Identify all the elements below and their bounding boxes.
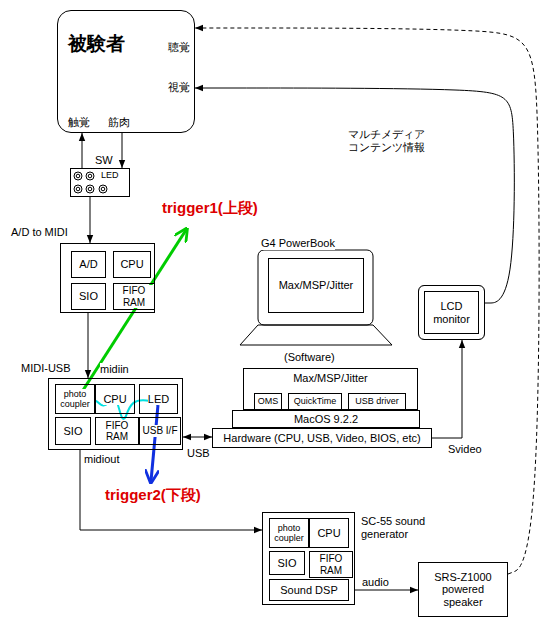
speaker-box: SRS-Z1000 powered speaker	[418, 562, 508, 617]
node-text: QuickTime	[294, 396, 337, 406]
node-text: USB driver	[355, 396, 399, 406]
node-text: 視覚	[168, 81, 190, 94]
node-text: Hardware (CPU, USB, Video, BIOS, etc)	[223, 432, 420, 445]
annotation-text: マルチメディア コンテンツ情報	[348, 128, 430, 153]
software-box: Max/MSP/JitterOMS QuickTime USB driver	[243, 368, 418, 410]
node-text: LED	[148, 393, 169, 406]
chip-box: Sound DSP	[269, 579, 349, 601]
connector	[80, 450, 262, 530]
converter-box: A/D to MIDIA/DCPUSIOFIFO RAM	[60, 243, 155, 313]
node-text: 被験者	[68, 33, 125, 55]
node-text: Max/MSP/Jitter	[244, 372, 417, 385]
trigger-label: trigger2(下段)	[105, 486, 201, 503]
connector	[90, 197, 91, 243]
laptop-outline	[240, 250, 392, 345]
os-box: MacOS 9.2.2	[232, 410, 420, 428]
connector	[122, 133, 123, 168]
connector	[88, 313, 89, 378]
node-text: 聴覚	[168, 41, 190, 54]
connector	[195, 88, 514, 303]
node-text: OMS	[258, 396, 279, 406]
switch-box: SWLED	[70, 168, 130, 197]
chip-box: USB I/F	[139, 417, 181, 445]
interface-box: MIDI-USBphoto couplerCPULEDSIOFIFO RAMUS…	[48, 378, 183, 450]
node-text: A/D	[79, 258, 97, 271]
node-text: photo coupler	[270, 523, 308, 544]
laptop-screen: G4 PowerBookMax/MSP/Jitter(Software)	[268, 258, 364, 313]
connector	[82, 133, 83, 168]
node-text: SIO	[278, 557, 297, 570]
chip-box: photo coupler	[55, 384, 95, 414]
edge-label: USB	[187, 447, 210, 460]
node-text: 筋肉	[108, 116, 130, 129]
subject-box: 被験者 聴覚視覚触覚 筋肉	[57, 10, 195, 133]
connector	[183, 437, 212, 438]
node-text: SIO	[79, 290, 98, 303]
edge-label: Svideo	[448, 443, 482, 456]
chip-box: LED	[139, 384, 178, 414]
trigger-label: trigger1(上段)	[162, 199, 258, 216]
module-box: USB driver	[348, 393, 406, 410]
node-text: CPU	[103, 393, 126, 406]
monitor-box: LCD monitor	[418, 285, 485, 340]
connector	[432, 340, 462, 438]
node-text: CPU	[120, 258, 143, 271]
node-text: G4 PowerBook	[261, 237, 335, 250]
node-text: Max/MSP/Jitter	[269, 279, 363, 292]
edge-label: audio	[362, 576, 389, 589]
chip-box: FIFO RAM	[113, 283, 155, 310]
module-box: QuickTime	[288, 393, 342, 410]
module-box: OMS	[254, 393, 282, 410]
node-text: CPU	[317, 527, 340, 540]
node-text: LED	[101, 170, 119, 180]
node-text: MacOS 9.2.2	[294, 413, 358, 426]
connector	[355, 590, 418, 591]
node-text: SIO	[64, 425, 83, 438]
edge-label: midiin	[100, 363, 129, 376]
chip-box: CPU	[309, 518, 349, 548]
node-text: A/D to MIDI	[11, 226, 68, 239]
node-text: Sound DSP	[280, 584, 337, 597]
chip-box: photo coupler	[269, 518, 309, 548]
connector	[195, 28, 539, 574]
chip-box: CPU	[95, 384, 135, 414]
node-text: LCD monitor	[427, 300, 477, 325]
node-text: SW	[95, 154, 113, 167]
edge-label: midiout	[84, 453, 119, 466]
chip-box: SIO	[55, 417, 91, 445]
chip-box: A/D	[71, 251, 106, 278]
chip-box: FIFO RAM	[95, 417, 139, 445]
node-text: MIDI-USB	[21, 362, 71, 375]
chip-box: SIO	[269, 551, 305, 575]
node-text: SRS-Z1000 powered speaker	[428, 571, 498, 609]
node-text: SC-55 sound generator	[361, 515, 451, 540]
node-text: FIFO RAM	[96, 420, 138, 443]
node-text: FIFO RAM	[310, 553, 352, 576]
chip-box: FIFO RAM	[309, 551, 353, 578]
node-text: (Software)	[284, 351, 335, 364]
node-text: 触覚	[68, 116, 90, 129]
chip-box: CPU	[113, 251, 151, 278]
trigger1-arrow	[78, 230, 186, 398]
chip-box: SIO	[71, 283, 106, 310]
hardware-box: Hardware (CPU, USB, Video, BIOS, etc)	[212, 428, 432, 448]
node-text: FIFO RAM	[114, 285, 154, 308]
node-text: USB I/F	[142, 425, 177, 437]
node-text: photo coupler	[56, 389, 94, 410]
sound-module-box: SC-55 sound generatorphoto couplerCPUSIO…	[262, 512, 355, 605]
